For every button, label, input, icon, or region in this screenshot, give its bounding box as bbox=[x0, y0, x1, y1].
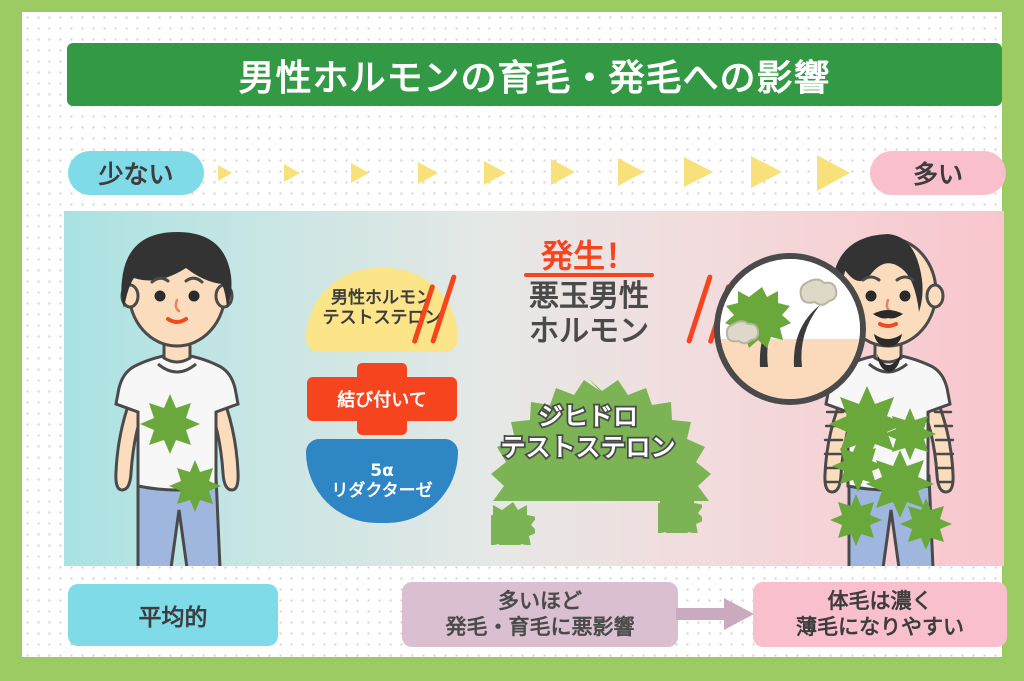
reductase-dome-label: 5α リダクターゼ bbox=[331, 461, 433, 502]
scale-arrow-icon bbox=[217, 165, 232, 181]
bad-hormone-label: 悪玉男性 ホルモン bbox=[529, 279, 649, 350]
effect-note: 多いほど 発毛・育毛に悪影響 bbox=[402, 582, 678, 647]
hormone-spot bbox=[658, 490, 702, 533]
hormone-spot bbox=[491, 502, 535, 545]
dome-wave bbox=[306, 441, 458, 450]
scale-label-few-text: 少ない bbox=[98, 160, 174, 189]
average-badge: 平均的 bbox=[68, 584, 278, 646]
dome-wave bbox=[306, 341, 458, 350]
scalp-magnifier bbox=[714, 253, 866, 405]
scale-arrow-icon bbox=[284, 163, 301, 182]
dotted-card: 男性ホルモンの育毛・発毛への影響 少ない 多い bbox=[22, 12, 1007, 657]
dht-burst: ジヒドロ テストステロン bbox=[462, 376, 714, 566]
scale-arrow-icon bbox=[350, 162, 369, 183]
page-title: 男性ホルモンの育毛・発毛への影響 bbox=[67, 43, 1002, 106]
scale-arrow-icon bbox=[617, 158, 644, 187]
scale-label-many-text: 多い bbox=[912, 160, 963, 189]
scale-arrow-icon bbox=[817, 155, 851, 191]
page-title-text: 男性ホルモンの育毛・発毛への影響 bbox=[238, 57, 831, 99]
scale-arrow-icon bbox=[684, 157, 714, 188]
arrow-right-icon bbox=[676, 598, 754, 630]
occur-underline bbox=[524, 273, 654, 277]
effect-note-text: 多いほど 発毛・育毛に悪影響 bbox=[445, 589, 635, 639]
scalp-detail bbox=[720, 259, 860, 399]
hormone-spot bbox=[829, 386, 952, 550]
bind-cross-label: 結び付いて bbox=[337, 390, 427, 411]
hormone-spot bbox=[140, 394, 221, 512]
occur-label: 発生！ bbox=[484, 231, 694, 277]
occur-label-text: 発生！ bbox=[540, 237, 637, 275]
scale-arrow-icon bbox=[550, 159, 575, 186]
left-person-illustration bbox=[114, 232, 240, 566]
bind-cross: 結び付いて bbox=[307, 363, 457, 435]
right-person-illustration bbox=[823, 234, 955, 566]
scale-arrow-icon bbox=[750, 156, 782, 189]
scale-arrow-icon bbox=[417, 161, 438, 184]
testosterone-dome-label: 男性ホルモン テストステロン bbox=[322, 288, 442, 329]
scale-label-few: 少ない bbox=[68, 151, 204, 195]
dht-burst-label: ジヒドロ テストステロン bbox=[499, 400, 678, 463]
cross-horizontal-bar bbox=[307, 377, 457, 421]
result-badge: 体毛は濃く 薄毛になりやすい bbox=[753, 582, 1007, 647]
result-badge-text: 体毛は濃く 薄毛になりやすい bbox=[796, 589, 964, 639]
arm-hair bbox=[823, 410, 955, 484]
reductase-dome: 5α リダクターゼ bbox=[306, 439, 458, 523]
quantity-scale: 少ない 多い bbox=[22, 150, 1024, 202]
scale-label-many: 多い bbox=[870, 151, 1006, 195]
illustration-panel: 男性ホルモン テストステロン 結び付いて 5α リダクターゼ bbox=[64, 211, 1004, 566]
average-badge-text: 平均的 bbox=[138, 605, 208, 631]
scale-arrow-icon bbox=[484, 160, 507, 185]
